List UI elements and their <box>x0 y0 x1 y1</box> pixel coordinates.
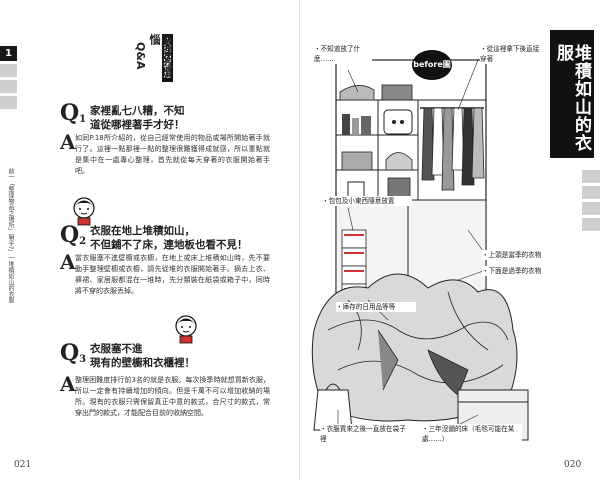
header-line: 整理的煩惱 <box>148 34 173 78</box>
before-badge: before圖 <box>412 50 452 80</box>
page-number: 020 <box>564 460 582 470</box>
chapter-tab: 1 <box>0 46 17 61</box>
annotation-label: ・不知道放了什麼…… <box>314 44 372 64</box>
question-title: 家裡亂七八糟，不知 道從哪裡著手才好！ <box>90 105 185 131</box>
page-title: 堆積如山的衣服 <box>553 44 591 152</box>
chapter-tab-grey <box>582 202 600 215</box>
chapter-tab-grey <box>582 218 600 231</box>
annotation-label: ・上頭是當季的衣物 <box>482 250 548 260</box>
chapter-tab-grey <box>582 186 600 199</box>
advisor-avatar-icon <box>175 315 197 344</box>
chapter-tab-grey <box>0 64 17 77</box>
question-mark: Q2 <box>60 222 87 248</box>
advisor-avatar-icon <box>73 197 95 226</box>
annotation-label: ・三年沒鋪的床（毛毯可能在某處……） <box>422 424 522 444</box>
annotation-label: ・下面是過季的衣物 <box>482 266 548 276</box>
chapter-tab-grey <box>0 96 17 109</box>
messy-closet-illustration <box>311 59 529 441</box>
chapter-tab-grey <box>582 170 600 183</box>
header-badge: 大師回答您 <box>162 34 173 82</box>
answer-mark: A <box>60 250 76 274</box>
page-number: 021 <box>14 460 32 470</box>
question-mark: Q3 <box>60 340 87 366</box>
section-header: 大師回答您 整理的煩惱 Q&A <box>134 34 176 82</box>
question-title: 衣服在地上堆積如山， 不但鋪不了床，連地板也看不見！ <box>90 225 248 251</box>
header-qa: Q&A <box>134 42 147 70</box>
answer-mark: A <box>60 130 76 154</box>
right-page: before圖 ・不知道放了什麼…… ・從這裡拿下後直接穿著 ・包包及小東西隨意… <box>300 0 600 480</box>
annotation-label: ・衣服買來之後一直放在袋子裡 <box>320 424 410 444</box>
answer-mark: A <box>60 372 76 396</box>
chapter-tab-grey <box>0 80 17 93</box>
question-title: 衣服塞不進 現有的壁櫥和衣櫃裡！ <box>90 343 195 369</box>
annotation-label: ・包包及小東西隨意放置 <box>322 196 412 206</box>
annotation-label: ・從這裡拿下後直接穿著 <box>480 44 544 64</box>
answer-text: 如同P.18所介紹的，從自己經常使用的物品或場所開始著手就行了。這裡一點那裡一點… <box>75 134 270 175</box>
left-page: 1 前一「整理物品之場所」嘛乎?」一堆積如山的衣服 大師回答您 整理的煩惱 Q&… <box>0 34 270 470</box>
answer-text: 當衣服塞不進壁櫥或衣櫥，在地上或床上堆積如山時，先不要動手整理壁櫥或衣櫥，請先從… <box>75 254 270 295</box>
title-bar <box>550 30 594 158</box>
annotation-label: ・庫存的日用品等等 <box>336 302 416 312</box>
question-mark: Q1 <box>60 100 87 126</box>
answer-text: 整理困難度排行前3名的就是衣服。每次換季時就想買新衣服，所以一定會有持續增加的傾… <box>75 376 270 417</box>
running-header: 前一「整理物品之場所」嘛乎?」一堆積如山的衣服 <box>7 168 14 304</box>
